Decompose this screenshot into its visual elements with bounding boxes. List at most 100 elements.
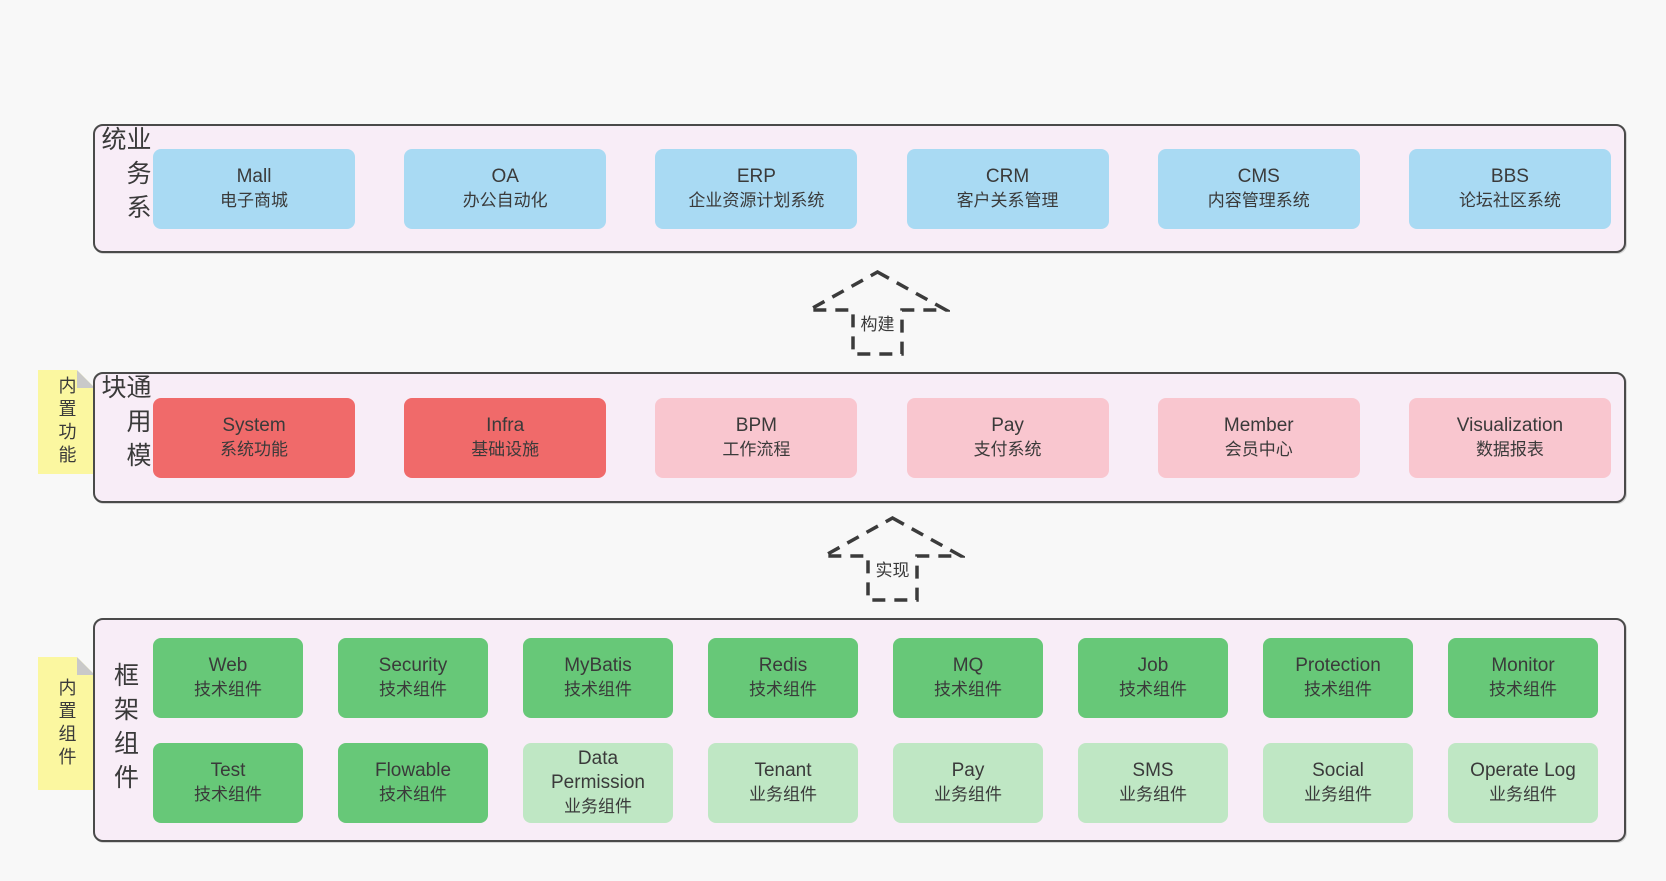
box-title: SMS — [1132, 760, 1174, 782]
box-mq: MQ 技术组件 — [893, 637, 1043, 718]
box-title: Flowable — [374, 760, 452, 782]
arrow-label: 构建 — [857, 310, 898, 335]
box-subtitle: 工作流程 — [722, 439, 791, 459]
component-row-1: Web 技术组件 Security 技术组件 MyBatis 技术组件 Redi… — [153, 637, 1598, 718]
band-label-text: 业务系统 — [98, 126, 151, 228]
box-visualization: Visualization 数据报表 — [1408, 397, 1611, 478]
box-subtitle: 技术组件 — [194, 679, 262, 699]
box-flowable: Flowable 技术组件 — [338, 742, 488, 823]
band-common-modules: 通用模块 System 系统功能 Infra 基础设施 BPM 工作流程 Pay… — [93, 372, 1626, 503]
box-subtitle: 技术组件 — [564, 679, 632, 699]
box-subtitle: 企业资源计划系统 — [688, 190, 825, 210]
box-title: Test — [210, 760, 246, 782]
box-security: Security 技术组件 — [338, 637, 488, 718]
box-subtitle: 技术组件 — [934, 679, 1002, 699]
box-pay-module: Pay 支付系统 — [906, 397, 1109, 478]
box-title: Pay — [951, 760, 985, 782]
box-subtitle: 技术组件 — [1119, 679, 1187, 699]
box-tenant: Tenant 业务组件 — [708, 742, 858, 823]
box-subtitle: 客户关系管理 — [956, 190, 1059, 210]
box-title: Job — [1137, 655, 1169, 677]
box-title: BPM — [735, 415, 777, 437]
box-title: CMS — [1237, 166, 1280, 188]
box-subtitle: 业务组件 — [1119, 784, 1187, 804]
box-subtitle: 技术组件 — [194, 784, 262, 804]
box-title: OA — [491, 166, 519, 188]
box-oa: OA 办公自动化 — [404, 148, 607, 229]
note-text: 内置组件 — [56, 677, 77, 770]
box-data-permission: Data Permission 业务组件 — [523, 742, 673, 823]
box-title: Pay — [991, 415, 1024, 437]
box-system: System 系统功能 — [153, 397, 355, 478]
band-business-systems: 业务系统 Mall 电子商城 OA 办公自动化 ERP 企业资源计划系统 CRM… — [93, 124, 1626, 253]
box-subtitle: 业务组件 — [749, 784, 817, 804]
box-subtitle: 支付系统 — [973, 439, 1042, 459]
box-title: Data Permission — [551, 747, 645, 794]
box-title: Mall — [236, 166, 272, 188]
box-subtitle: 技术组件 — [379, 784, 447, 804]
component-row-2: Test 技术组件 Flowable 技术组件 Data Permission … — [153, 742, 1598, 823]
note-built-in-components: 内置组件 — [38, 657, 95, 790]
box-redis: Redis 技术组件 — [708, 637, 858, 718]
band-label: 通用模块 — [95, 374, 153, 501]
band-framework-components: 框架组件 Web 技术组件 Security 技术组件 MyBatis 技术组件… — [93, 618, 1626, 842]
band-label: 框架组件 — [95, 620, 153, 840]
box-pay-component: Pay 业务组件 — [893, 742, 1043, 823]
box-sms: SMS 业务组件 — [1078, 742, 1228, 823]
box-subtitle: 技术组件 — [1304, 679, 1372, 699]
arrow-label: 实现 — [872, 556, 913, 581]
band-label: 业务系统 — [95, 126, 153, 251]
box-monitor: Monitor 技术组件 — [1448, 637, 1598, 718]
box-subtitle: 数据报表 — [1475, 439, 1544, 459]
box-subtitle: 论坛社区系统 — [1458, 190, 1561, 210]
box-infra: Infra 基础设施 — [404, 397, 607, 478]
arrow-build: 构建 — [802, 268, 953, 358]
box-subtitle: 业务组件 — [564, 797, 632, 817]
box-cms: CMS 内容管理系统 — [1157, 148, 1360, 229]
box-crm: CRM 客户关系管理 — [906, 148, 1109, 229]
box-title: Redis — [758, 655, 808, 677]
box-subtitle: 技术组件 — [749, 679, 817, 699]
box-title: ERP — [736, 166, 776, 188]
box-title: MyBatis — [564, 655, 632, 677]
box-title: Monitor — [1491, 655, 1555, 677]
box-title: System — [222, 415, 286, 437]
box-subtitle: 基础设施 — [471, 439, 540, 459]
box-subtitle: 办公自动化 — [462, 190, 548, 210]
box-erp: ERP 企业资源计划系统 — [655, 148, 858, 229]
box-operate-log: Operate Log 业务组件 — [1448, 742, 1598, 823]
dashed-up-arrow-icon — [817, 515, 968, 602]
box-title: BBS — [1490, 166, 1529, 188]
box-title: CRM — [985, 166, 1030, 188]
band-content: Mall 电子商城 OA 办公自动化 ERP 企业资源计划系统 CRM 客户关系… — [153, 126, 1624, 251]
box-title: Member — [1223, 415, 1294, 437]
box-bpm: BPM 工作流程 — [655, 397, 858, 478]
box-subtitle: 技术组件 — [379, 679, 447, 699]
box-title: Visualization — [1456, 415, 1564, 437]
box-title: Tenant — [754, 760, 812, 782]
arrow-implement: 实现 — [817, 514, 968, 604]
box-subtitle: 业务组件 — [1489, 784, 1557, 804]
box-subtitle: 电子商城 — [220, 190, 288, 210]
box-subtitle: 业务组件 — [934, 784, 1002, 804]
box-bbs: BBS 论坛社区系统 — [1408, 148, 1611, 229]
box-subtitle: 会员中心 — [1224, 439, 1293, 459]
box-subtitle: 系统功能 — [220, 439, 288, 459]
box-mybatis: MyBatis 技术组件 — [523, 637, 673, 718]
band-label-text: 通用模块 — [98, 374, 151, 476]
box-member: Member 会员中心 — [1157, 397, 1360, 478]
box-mall: Mall 电子商城 — [153, 148, 355, 229]
box-title: MQ — [952, 655, 984, 677]
box-job: Job 技术组件 — [1078, 637, 1228, 718]
box-protection: Protection 技术组件 — [1263, 637, 1413, 718]
band-content: Web 技术组件 Security 技术组件 MyBatis 技术组件 Redi… — [153, 620, 1624, 840]
box-subtitle: 内容管理系统 — [1207, 190, 1310, 210]
band-content: System 系统功能 Infra 基础设施 BPM 工作流程 Pay 支付系统… — [153, 374, 1624, 501]
note-text: 内置功能 — [56, 376, 77, 468]
box-subtitle: 业务组件 — [1304, 784, 1372, 804]
box-title: Protection — [1295, 655, 1381, 677]
box-title: Security — [378, 655, 448, 677]
box-test: Test 技术组件 — [153, 742, 303, 823]
band-label-text: 框架组件 — [110, 662, 139, 798]
